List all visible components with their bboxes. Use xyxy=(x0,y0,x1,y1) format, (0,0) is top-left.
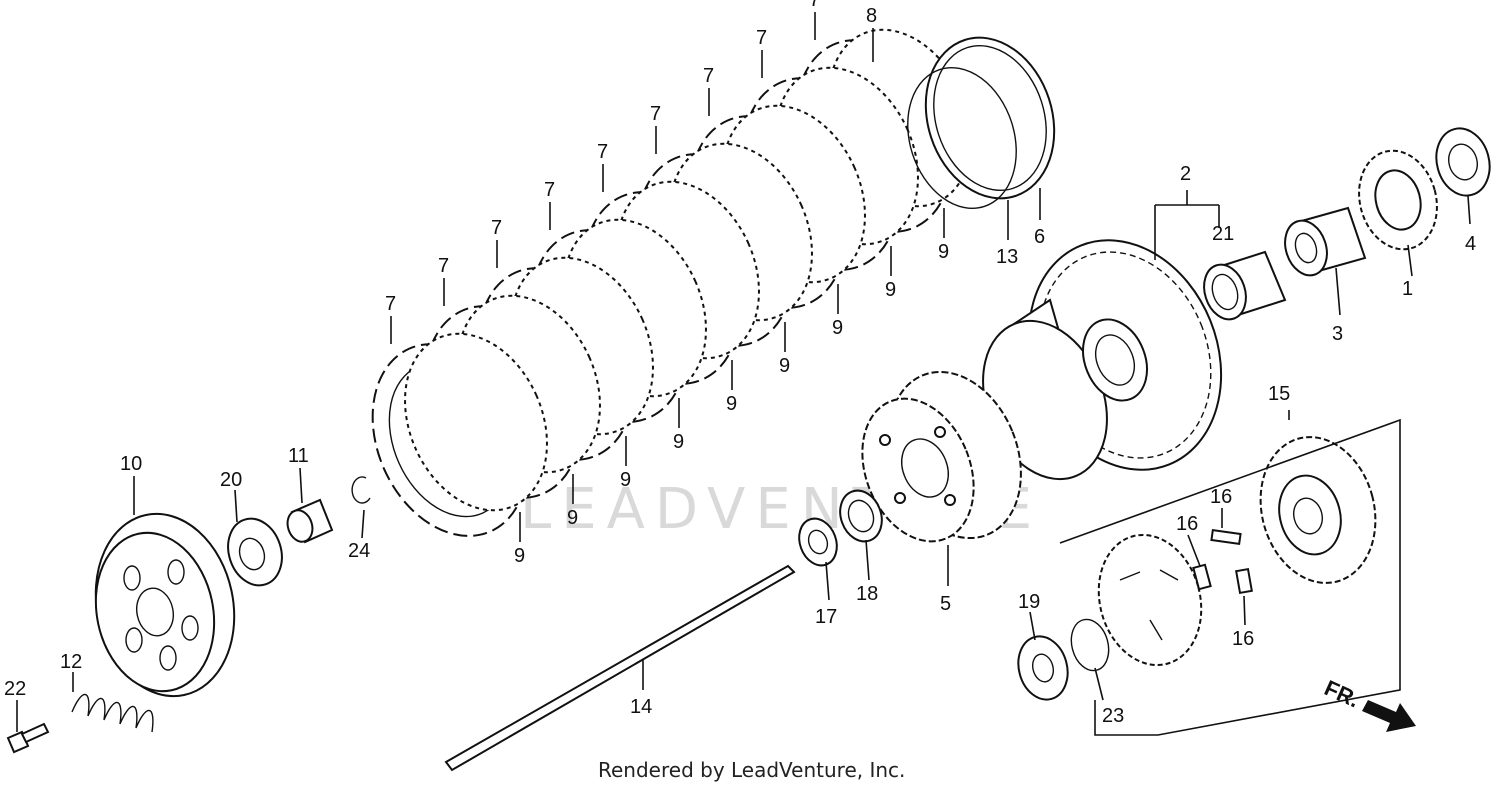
callout-10: 10 xyxy=(120,453,142,475)
callout-22: 22 xyxy=(4,678,26,700)
callout-20: 20 xyxy=(220,469,242,491)
callout-3: 3 xyxy=(1332,323,1343,345)
callout-7: 7 xyxy=(809,0,820,11)
callout-9: 9 xyxy=(726,393,737,415)
part-4-washer xyxy=(1435,127,1491,197)
front-direction-arrow: FR. xyxy=(1321,675,1416,732)
callout-9: 9 xyxy=(885,279,896,301)
callout-labels: 1 2 3 4 5 6 8 10 11 12 13 14 15 17 18 19… xyxy=(4,5,1476,727)
plain-plate xyxy=(404,332,548,512)
sub-gear xyxy=(1097,533,1203,667)
callout-7: 7 xyxy=(438,255,449,277)
callout-17: 17 xyxy=(815,606,837,628)
callout-9: 9 xyxy=(567,507,578,529)
callout-7: 7 xyxy=(544,179,555,201)
callout-21: 21 xyxy=(1212,223,1234,245)
callout-18: 18 xyxy=(856,583,878,605)
part-5-clutch-center xyxy=(861,370,1022,543)
callout-12: 12 xyxy=(60,651,82,673)
callout-5: 5 xyxy=(940,593,951,615)
callout-7: 7 xyxy=(650,103,661,125)
part-11-lifter-piece xyxy=(286,498,334,544)
part-15-primary-drive-gear xyxy=(1259,436,1377,584)
callout-16a: 16 xyxy=(1210,486,1232,508)
part-19-thrust-washer xyxy=(1017,635,1069,701)
clutch-plate-stack xyxy=(371,28,972,537)
callout-16b: 16 xyxy=(1176,513,1198,535)
part-6-ring xyxy=(924,36,1056,200)
callout-19: 19 xyxy=(1018,591,1040,613)
leader-lines xyxy=(16,28,1471,736)
part-22-bolt xyxy=(6,722,50,754)
part-20-ball-bearing xyxy=(227,517,283,587)
callout-9: 9 xyxy=(779,355,790,377)
callout-9: 9 xyxy=(620,469,631,491)
callout-7: 7 xyxy=(703,65,714,87)
callout-9: 9 xyxy=(514,545,525,567)
callout-15: 15 xyxy=(1268,383,1290,405)
callout-2: 2 xyxy=(1180,163,1191,185)
callout-7: 7 xyxy=(491,217,502,239)
callout-1: 1 xyxy=(1402,278,1413,300)
callout-9: 9 xyxy=(673,431,684,453)
callout-23: 23 xyxy=(1102,705,1124,727)
callout-7: 7 xyxy=(756,27,767,49)
part-10-pressure-plate xyxy=(94,512,236,698)
part-16-spring xyxy=(1192,528,1253,595)
plate-callouts: 7 9 7 9 7 9 7 9 7 9 7 9 7 9 7 9 7 9 xyxy=(385,0,949,567)
callout-11: 11 xyxy=(288,445,309,467)
callout-7: 7 xyxy=(385,293,396,315)
callout-14: 14 xyxy=(630,696,652,718)
callout-6: 6 xyxy=(1034,226,1045,248)
part-13-wire-ring xyxy=(907,66,1017,210)
credit-text: Rendered by LeadVenture, Inc. xyxy=(598,758,905,782)
callout-24: 24 xyxy=(348,540,370,562)
callout-8: 8 xyxy=(866,5,877,27)
callout-13: 13 xyxy=(996,246,1018,268)
callout-9: 9 xyxy=(938,241,949,263)
part-14-push-rod xyxy=(444,564,796,772)
callout-16c: 16 xyxy=(1232,628,1254,650)
callout-4: 4 xyxy=(1465,233,1476,255)
front-direction-label: FR. xyxy=(1321,675,1364,712)
part-1-sprocket xyxy=(1358,149,1438,251)
part-24-circlip xyxy=(351,476,371,504)
callout-9: 9 xyxy=(832,317,843,339)
part-3-collar xyxy=(1284,206,1367,277)
part-12-clutch-spring xyxy=(71,693,154,733)
part-18-washer xyxy=(839,489,883,543)
part-23-snap-ring xyxy=(1070,618,1110,672)
callout-7: 7 xyxy=(597,141,608,163)
part-21-needle-bearing xyxy=(1203,250,1287,321)
